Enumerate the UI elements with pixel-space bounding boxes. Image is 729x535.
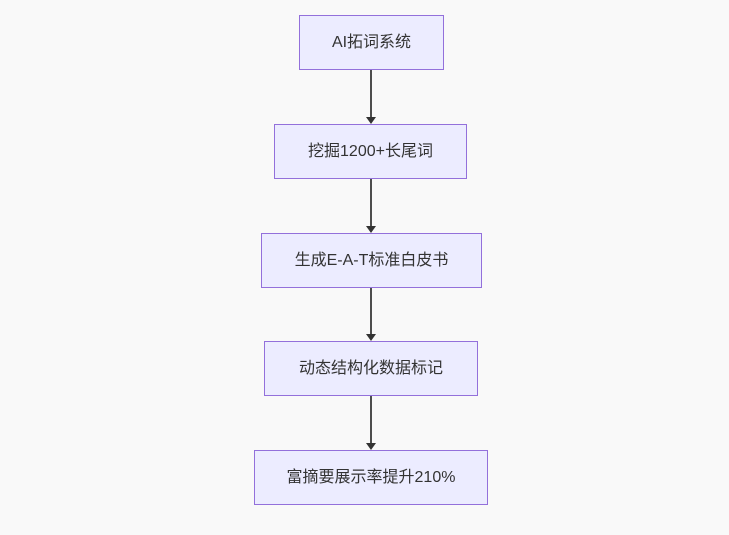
- flow-node-rich-snippet-rate-increase: 富摘要展示率提升210%: [254, 450, 488, 505]
- flow-node-mine-longtail-keywords: 挖掘1200+长尾词: [274, 124, 467, 179]
- flow-node-ai-word-expansion-system: AI拓词系统: [299, 15, 444, 70]
- arrow-shaft: [370, 70, 372, 117]
- arrow-head-icon: [366, 443, 376, 450]
- arrow-shaft: [370, 396, 372, 443]
- arrow-connector-2: [366, 179, 376, 233]
- arrow-shaft: [370, 179, 372, 226]
- flow-node-dynamic-structured-data-markup: 动态结构化数据标记: [264, 341, 478, 396]
- arrow-head-icon: [366, 334, 376, 341]
- arrow-connector-1: [366, 70, 376, 124]
- arrow-connector-3: [366, 288, 376, 341]
- arrow-connector-4: [366, 396, 376, 450]
- arrow-head-icon: [366, 226, 376, 233]
- arrow-head-icon: [366, 117, 376, 124]
- flow-node-generate-eat-whitepaper: 生成E-A-T标准白皮书: [261, 233, 482, 288]
- arrow-shaft: [370, 288, 372, 334]
